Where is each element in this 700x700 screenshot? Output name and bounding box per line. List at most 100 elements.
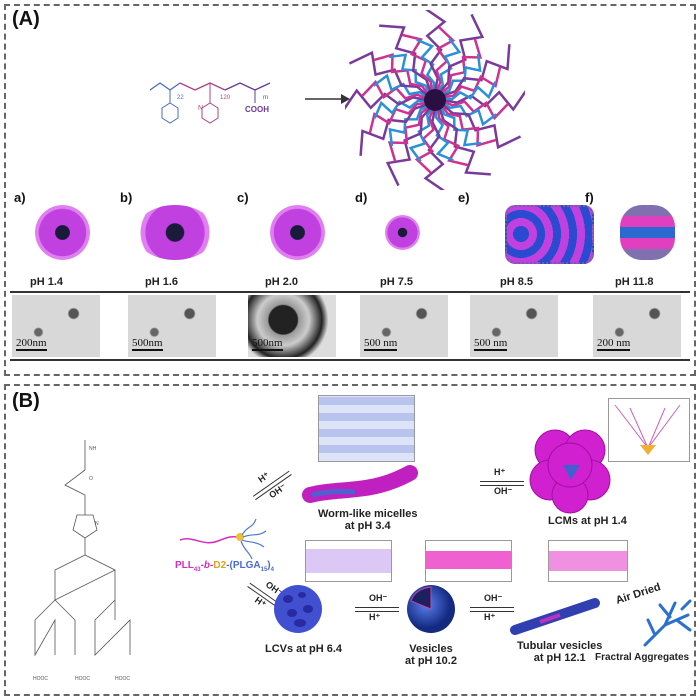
- vesicle-label-line1: Vesicles: [409, 643, 453, 655]
- polymer-arm: [441, 101, 498, 127]
- polymer-arm: [379, 24, 433, 94]
- worm-inset: [318, 395, 415, 462]
- lcv-sphere: [274, 585, 322, 633]
- polymer-arm: [441, 103, 522, 150]
- scale-bar: 500 nm: [474, 337, 508, 351]
- copolymer-chain: [179, 518, 267, 560]
- polymer-arm: [439, 105, 482, 147]
- tubular-inset: [548, 540, 628, 582]
- fractal-aggregate: [643, 599, 692, 647]
- polymer-arm: [438, 13, 485, 94]
- morphology-cartoon: [385, 215, 420, 250]
- polymer-arm: [436, 37, 462, 94]
- panel-a-label: (A): [12, 8, 40, 30]
- svg-text:NH: NH: [89, 446, 97, 452]
- vesicle-inset: [425, 540, 512, 582]
- svg-text:HOOC: HOOC: [33, 676, 48, 682]
- polymer-arm: [359, 102, 429, 156]
- tem-image: 200 nm: [593, 295, 681, 357]
- tem-image: 500 nm: [470, 295, 558, 357]
- polymer-arm: [385, 106, 432, 187]
- morphology-ph: pH 11.8: [615, 276, 654, 288]
- reagent-bottom: OH⁻: [494, 486, 513, 496]
- tubular-vesicle: [510, 598, 600, 635]
- tem-strip-border-bottom: [10, 359, 690, 361]
- svg-text:COOH: COOH: [245, 105, 269, 114]
- svg-text:m: m: [263, 95, 268, 101]
- fractal-label: Fractral Aggregates: [595, 652, 690, 663]
- tem-image: 500 nm: [360, 295, 448, 357]
- polymer-arm: [441, 44, 511, 98]
- lcv-label: LCVs at pH 6.4: [265, 643, 343, 655]
- polymer-arm: [442, 90, 525, 112]
- scale-bar: 200 nm: [597, 337, 631, 351]
- morphology-letter: f): [585, 190, 594, 205]
- star-micelle-diagram: [345, 10, 525, 190]
- morphology-letter: c): [237, 190, 249, 205]
- equilibrium-arrow: OH⁻ H⁺: [355, 593, 399, 624]
- panel-b: [4, 384, 696, 696]
- arrow-icon: [305, 94, 350, 104]
- tem-image: 500nm: [128, 295, 216, 357]
- lcm-particle: [529, 429, 611, 514]
- polymer-arm: [434, 107, 454, 162]
- polymer-arm: [423, 107, 445, 190]
- svg-text:N: N: [198, 105, 203, 112]
- tubular-label-line2: at pH 12.1: [533, 652, 586, 664]
- svg-text:HOOC: HOOC: [115, 676, 130, 682]
- vesicle-label-line2: at pH 10.2: [405, 655, 457, 667]
- polymer-arm: [388, 53, 431, 95]
- svg-text:N: N: [95, 521, 99, 527]
- morphology-cartoon: [35, 205, 90, 260]
- lcm-inset-drawing: [614, 404, 681, 455]
- polymer-structure: 22 120 m N COOH: [149, 82, 271, 124]
- worm-label-line1: Worm-like micelles: [318, 508, 418, 520]
- polymer-arm: [425, 10, 447, 93]
- polymer-arm: [345, 88, 428, 110]
- micelle-core: [424, 89, 446, 111]
- reagent-top: H⁺: [494, 467, 506, 477]
- polymer-arm: [442, 81, 497, 101]
- morphology-cartoon: [135, 205, 215, 260]
- morphology-letter: a): [14, 190, 26, 205]
- morphology-letter: d): [355, 190, 368, 205]
- worm-micelle: [302, 465, 418, 503]
- worm-label-line2: at pH 3.4: [344, 520, 391, 532]
- equilibrium-arrow: H⁺ OH⁻: [480, 467, 524, 498]
- tem-strip-border-top: [10, 291, 690, 293]
- tem-image: 200nm: [12, 295, 100, 357]
- panel-b-label: (B): [12, 390, 40, 412]
- scale-bar: 200nm: [16, 337, 47, 351]
- polymer-arm: [437, 106, 491, 176]
- morphology-cartoon: [505, 205, 594, 264]
- svg-text:120: 120: [220, 95, 231, 101]
- morphology-letter: b): [120, 190, 133, 205]
- morphology-ph: pH 2.0: [265, 276, 299, 288]
- svg-text:HOOC: HOOC: [75, 676, 90, 682]
- lcm-label: LCMs at pH 1.4: [548, 515, 627, 527]
- morphology-ph: pH 1.6: [145, 276, 179, 288]
- lcv-inset: [305, 540, 392, 582]
- reagent-top: OH⁻: [369, 593, 388, 603]
- polymer-arm: [373, 99, 428, 119]
- morphology-ph: pH 7.5: [380, 276, 414, 288]
- polymer-arm: [348, 50, 429, 97]
- tem-image: 500nm: [248, 295, 336, 357]
- svg-text:22: 22: [177, 95, 184, 101]
- polymer-arm: [388, 104, 430, 147]
- reagent-bottom: H⁺: [484, 612, 496, 622]
- scale-bar: 500 nm: [364, 337, 398, 351]
- morphology-ph: pH 8.5: [500, 276, 534, 288]
- morphology-cartoon: [620, 205, 675, 260]
- reagent-top: OH⁻: [484, 593, 503, 603]
- morphology-ph: pH 1.4: [30, 276, 64, 288]
- morphology-cartoon: [270, 205, 325, 260]
- polymer-arm: [408, 106, 434, 163]
- polymer-arm: [416, 38, 436, 93]
- copolymer-label: PLL43-b-D2-(PLGA15)4: [175, 560, 274, 573]
- polymer-arm: [440, 53, 482, 96]
